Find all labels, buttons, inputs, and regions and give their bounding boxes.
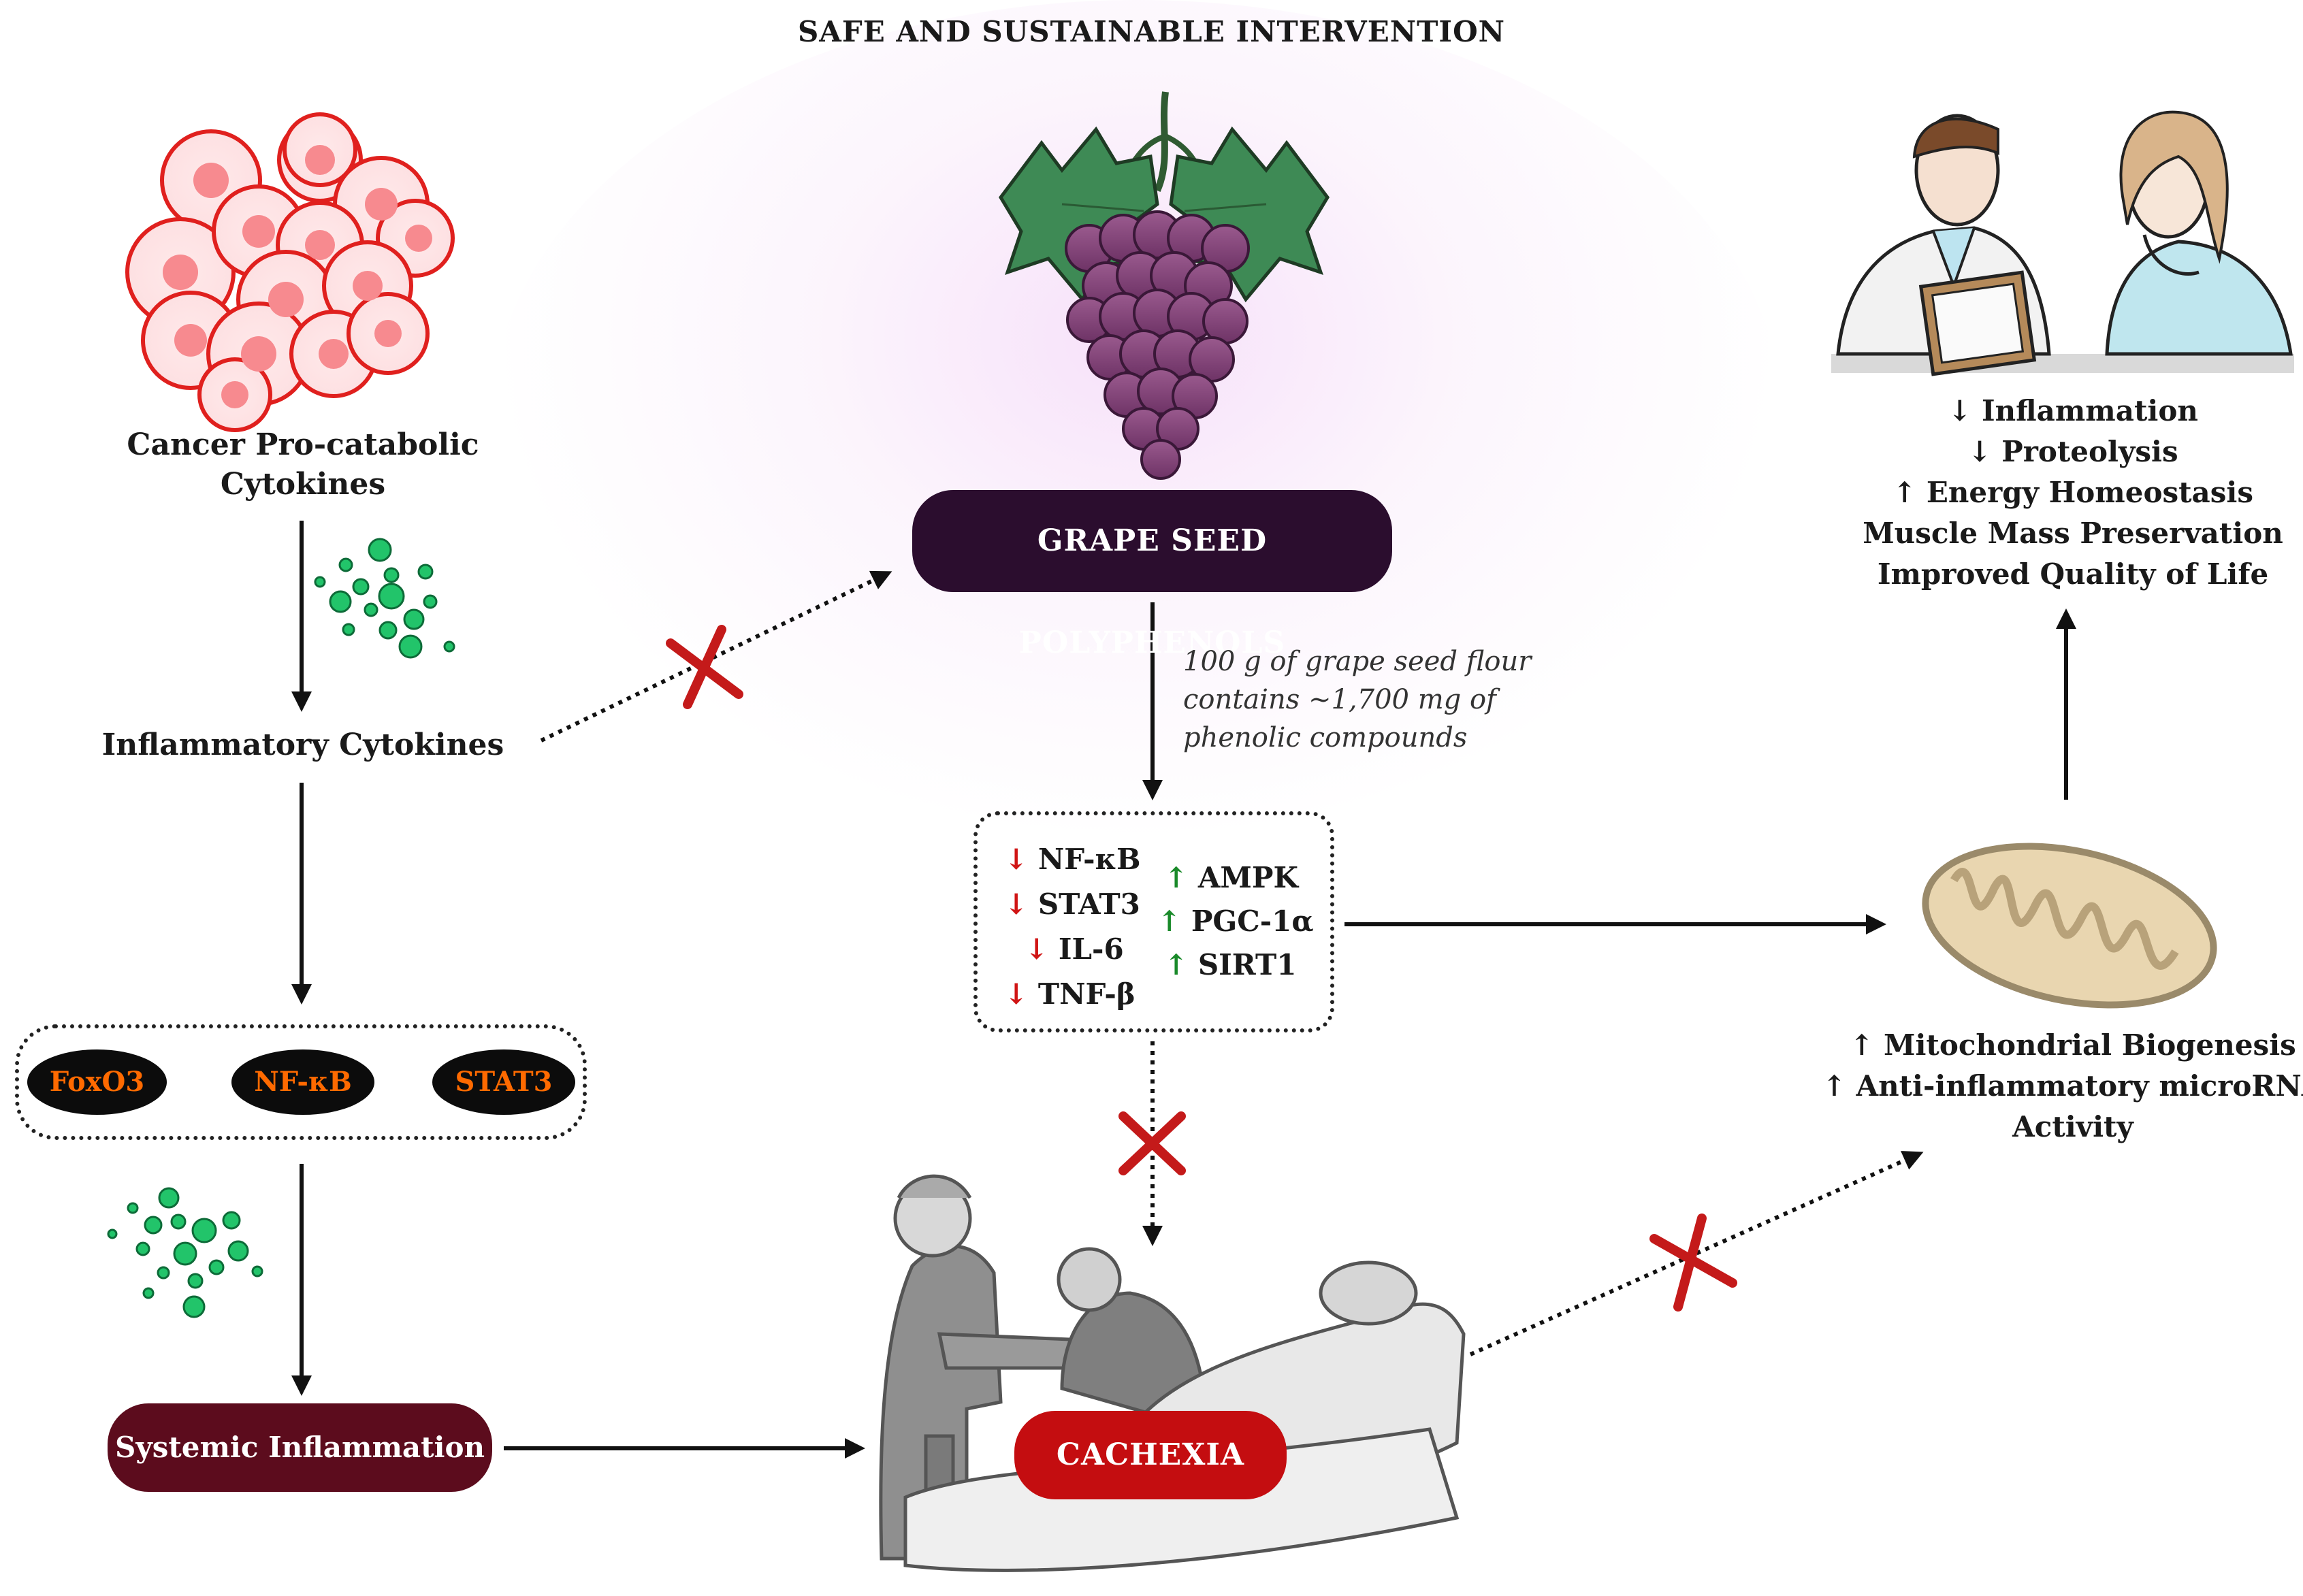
marker-nfkb: ↓ NF-κB: [1004, 843, 1141, 876]
mito-line-3: Activity: [2012, 1110, 2133, 1143]
marker-il6: ↓ IL-6: [1025, 932, 1124, 966]
outcome-energy: ↑ Energy Homeostasis: [1893, 476, 2253, 509]
inhibited-pathway-arrows: [540, 570, 1924, 1356]
marker-tnfb: ↓ TNF-β: [1004, 977, 1136, 1011]
up-arrow-icon: ↑: [1157, 905, 1182, 938]
cytokine-dots-icon: [314, 538, 455, 659]
blocked-cross-icon: [1649, 1214, 1737, 1312]
up-regulated-list: ↑ AMPK ↑ PGC-1α ↑ SIRT1: [1157, 859, 1327, 984]
down-arrow-icon: ↓: [1004, 843, 1029, 876]
grape-seed-note: 100 g of grape seed flour contains ~1,70…: [1183, 642, 1592, 757]
cachexia-pill: CACHEXIA: [1014, 1411, 1287, 1499]
cytokine-dots-icon: [107, 1187, 263, 1318]
mito-line-1: ↑ Mitochondrial Biogenesis: [1850, 1028, 2296, 1062]
note-line-3: phenolic compounds: [1183, 722, 1468, 753]
tf-nfkb: NF-κB: [231, 1049, 374, 1115]
inflammatory-cytokines-label: Inflammatory Cytokines: [101, 728, 504, 762]
grape-seed-polyphenols-pill: GRAPE SEED POLYPHENOLS: [912, 490, 1392, 660]
tf-foxo3: FoxO3: [27, 1049, 167, 1115]
molecular-targets-box: [973, 811, 1334, 1032]
outcome-quality: Improved Quality of Life: [1877, 557, 2269, 591]
cancer-cells-icon: [125, 112, 455, 432]
outcome-muscle: Muscle Mass Preservation: [1863, 517, 2283, 550]
blocked-cross-icon: [666, 625, 743, 709]
doctor-patient-icon: [1831, 110, 2294, 376]
down-arrow-icon: ↓: [1025, 932, 1049, 966]
note-line-2: contains ~1,700 mg of: [1183, 684, 1496, 715]
surgery-scene-icon: [879, 1174, 1466, 1572]
marker-sirt1: ↑ SIRT1: [1164, 948, 1297, 981]
systemic-inflammation-pill: Systemic Inflammation: [108, 1403, 492, 1492]
mito-line-2: ↑ Anti-inflammatory microRNA: [1822, 1069, 2303, 1103]
marker-stat3: ↓ STAT3: [1004, 887, 1140, 921]
down-arrow-icon: ↓: [1004, 887, 1029, 921]
down-arrow-icon: ↓: [1004, 977, 1029, 1011]
diagram-title: SAFE AND SUSTAINABLE INTERVENTION: [797, 15, 1506, 48]
cancer-cytokines-label: Cancer Pro-catabolic Cytokines: [102, 425, 504, 504]
blocked-cross-icon: [1118, 1111, 1186, 1175]
outcomes-list: ↓ Inflammation ↓ Proteolysis ↑ Energy Ho…: [1784, 391, 2303, 595]
marker-pgc1a: ↑ PGC-1α: [1157, 905, 1314, 938]
outcome-inflammation: ↓ Inflammation: [1948, 394, 2198, 427]
cancer-label-line-1: Cancer Pro-catabolic: [127, 427, 479, 462]
mitochondrial-effects: ↑ Mitochondrial Biogenesis ↑ Anti-inflam…: [1784, 1025, 2303, 1147]
transcription-factor-box: [15, 1024, 587, 1140]
down-regulated-list: ↓ NF-κB ↓ STAT3 ↓ IL-6 ↓ TNF-β: [1004, 841, 1167, 1013]
up-arrow-icon: ↑: [1164, 861, 1189, 894]
mitochondrion-icon: [1922, 843, 2217, 1009]
pathway-arrows: [291, 521, 2076, 1459]
note-line-1: 100 g of grape seed flour: [1183, 646, 1532, 677]
marker-ampk: ↑ AMPK: [1164, 861, 1298, 894]
cancer-label-line-2: Cytokines: [220, 467, 386, 502]
grape-cluster-icon: [998, 91, 1330, 480]
outcome-proteolysis: ↓ Proteolysis: [1967, 435, 2178, 468]
up-arrow-icon: ↑: [1164, 948, 1189, 981]
tf-stat3: STAT3: [432, 1049, 575, 1115]
